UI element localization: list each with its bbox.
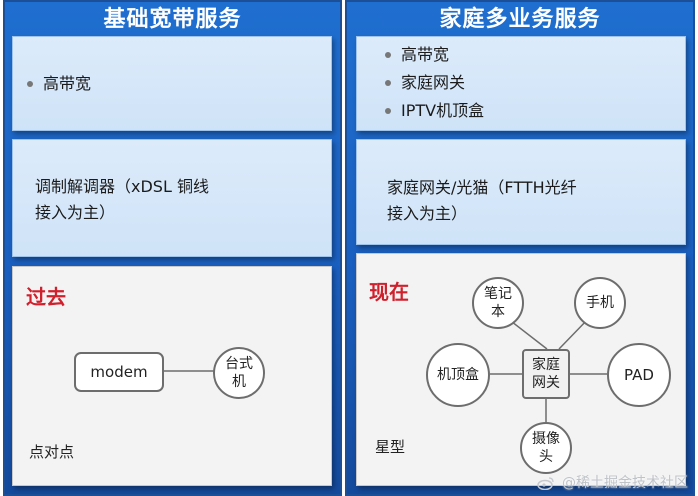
laptop-node: 笔记 本 [472,277,524,329]
device-panel: 调制解调器（xDSL 铜线 接入为主） [12,139,332,257]
service-item: 高带宽 [383,41,484,69]
device-panel: 家庭网关/光猫（FTTH光纤 接入为主） [356,139,686,245]
pad-node: PAD [607,343,671,407]
topology-panel: 过去 modem 台式 机 点对点 [12,266,332,486]
modem-node: modem [74,352,164,392]
phone-node: 手机 [574,277,626,329]
camera-node: 摄像 头 [520,422,572,474]
device-description: 调制解调器（xDSL 铜线 接入为主） [35,177,209,222]
service-item: IPTV机顶盒 [383,97,484,125]
watermark-text: @稀土掘金技术社区 [562,475,688,491]
column-title: 家庭多业务服务 [439,7,601,32]
device-description: 家庭网关/光猫（FTTH光纤 接入为主） [387,178,577,223]
watermark: @稀土掘金技术社区 [536,472,688,492]
topology-label: 点对点 [29,443,75,461]
service-item: 家庭网关 [383,69,484,97]
column-title: 基础宽带服务 [103,7,242,32]
era-title: 过去 [26,285,66,309]
service-item: 高带宽 [25,70,91,98]
set-top-box-node: 机顶盒 [426,343,490,407]
services-panel: 高带宽 家庭网关 IPTV机顶盒 [356,36,686,131]
services-panel: 高带宽 [12,36,332,131]
era-title: 现在 [369,280,409,304]
basic-broadband-column: 基础宽带服务 高带宽 调制解调器（xDSL 铜线 接入为主） 过去 modem … [3,0,342,496]
desktop-pc-node: 台式 机 [213,347,265,399]
home-gateway-node: 家庭 网关 [522,349,570,399]
topology-label: 星型 [375,438,406,456]
topology-panel: 现在 笔记 本 手机 机顶盒 家庭 网关 PAD 摄像 头 星型 [356,253,686,486]
weibo-logo-icon [536,477,554,490]
home-multiservice-column: 家庭多业务服务 高带宽 家庭网关 IPTV机顶盒 家庭网关/光猫（FTTH光纤 … [345,0,695,496]
service-list: 高带宽 家庭网关 IPTV机顶盒 [383,41,484,125]
service-list: 高带宽 [25,70,91,98]
